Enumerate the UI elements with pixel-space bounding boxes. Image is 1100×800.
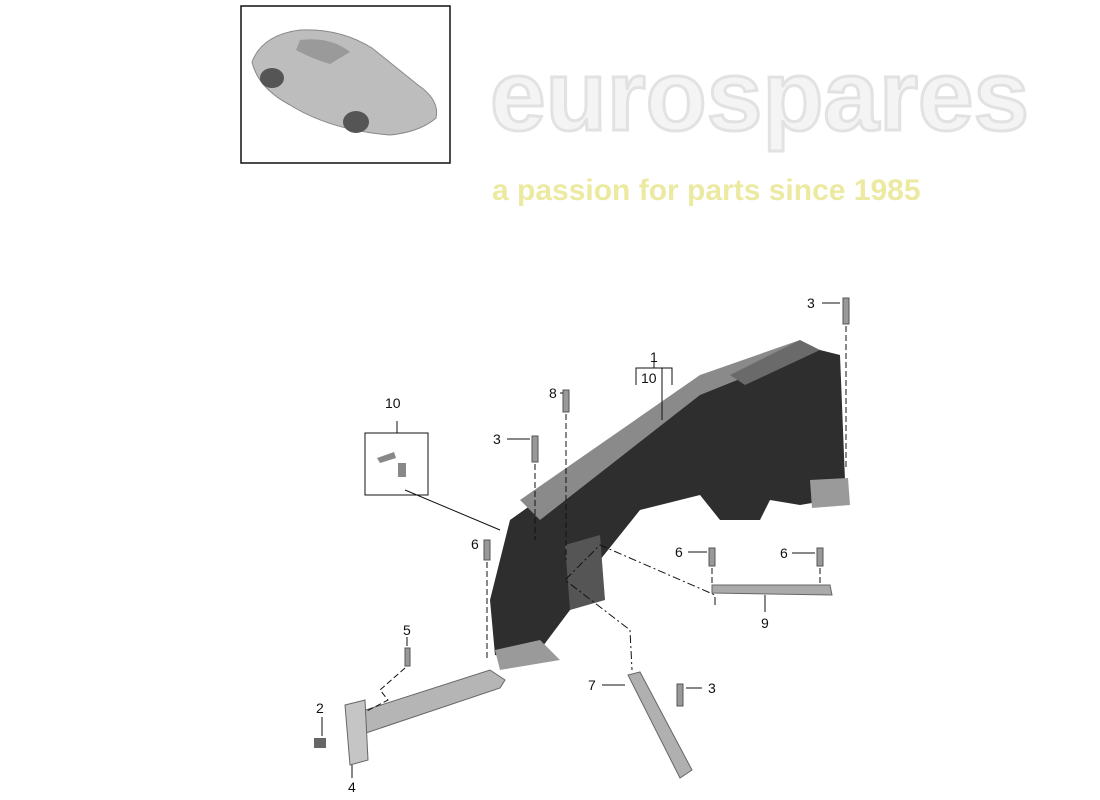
watermark-tagline: a passion for parts since 1985 xyxy=(492,174,921,207)
strut-7 xyxy=(627,671,693,779)
bracket-9 xyxy=(711,584,833,596)
callout-2: 2 xyxy=(316,700,324,716)
callout-3: 3 xyxy=(493,431,501,447)
callout-6: 6 xyxy=(780,545,788,561)
callout-7: 7 xyxy=(588,677,596,693)
callout-3: 3 xyxy=(807,295,815,311)
bracket-4 xyxy=(344,669,506,766)
callout-10: 10 xyxy=(641,370,657,386)
vehicle-thumbnail xyxy=(240,5,451,164)
callout-8: 8 xyxy=(549,385,557,401)
callout-3: 3 xyxy=(708,680,716,696)
bolts xyxy=(404,297,850,707)
callout-4: 4 xyxy=(348,779,356,795)
callout-labels: 1 10 3 8 3 10 6 6 6 9 5 2 4 7 3 xyxy=(316,295,815,795)
callout-6: 6 xyxy=(471,536,479,552)
callout-1: 1 xyxy=(650,349,658,365)
leader-lines xyxy=(321,302,847,778)
callout-9: 9 xyxy=(761,615,769,631)
callout-6: 6 xyxy=(675,544,683,560)
cross-member-part xyxy=(490,340,850,670)
part-10-detail-box xyxy=(364,421,501,531)
watermark-brand: eurospares xyxy=(490,40,1029,152)
callout-10: 10 xyxy=(385,395,401,411)
callout-5: 5 xyxy=(403,622,411,638)
watermark: eurospares a passion for parts since 198… xyxy=(489,39,1031,208)
clip-2 xyxy=(314,738,326,748)
